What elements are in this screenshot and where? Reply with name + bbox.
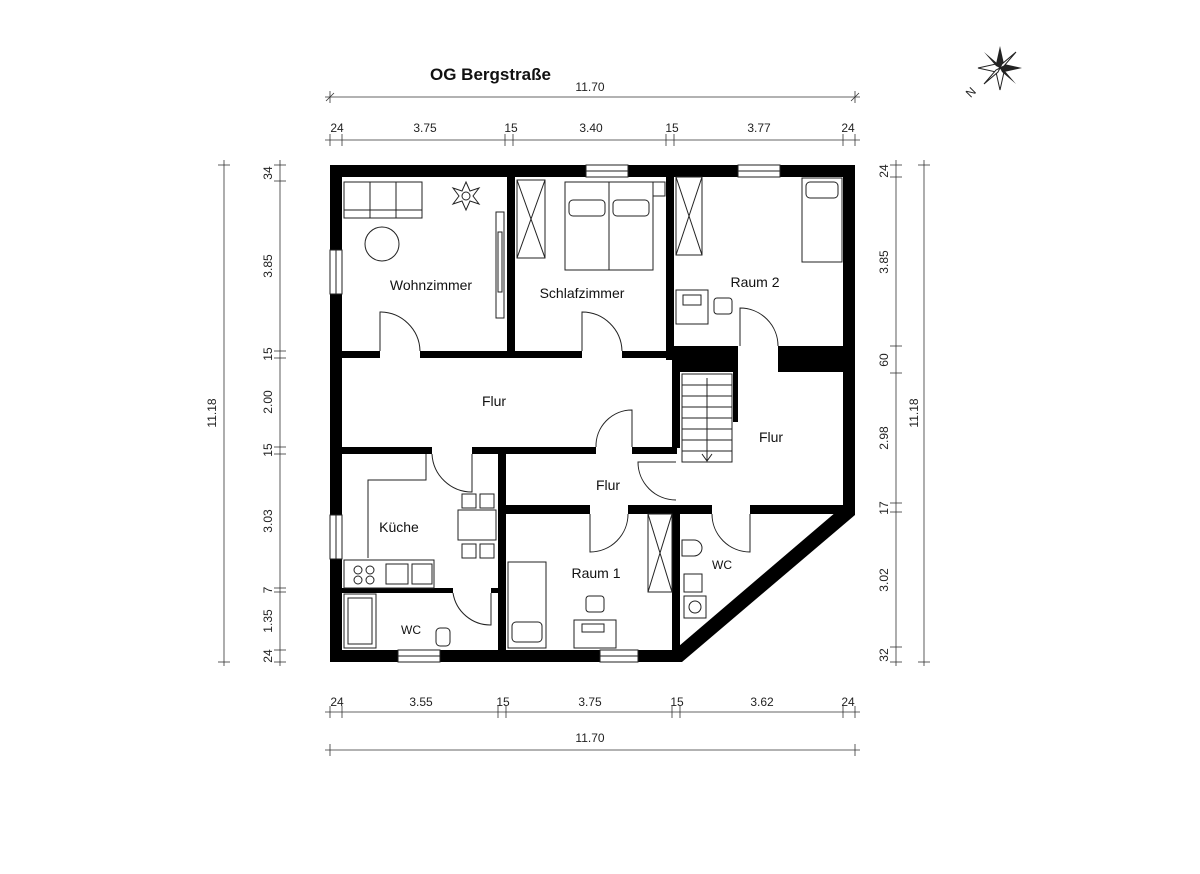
toilet-icon bbox=[683, 573, 703, 593]
dimension-label: 2.00 bbox=[261, 390, 275, 414]
dimension-label: 3.75 bbox=[413, 121, 437, 135]
sofa bbox=[343, 181, 423, 219]
furniture-wohnzimmer bbox=[343, 180, 505, 319]
compass-rose-icon: N bbox=[963, 46, 1022, 100]
dimension-label: 3.03 bbox=[261, 509, 275, 533]
dimension-label: 11.18 bbox=[205, 398, 219, 427]
staircase bbox=[681, 373, 733, 463]
dimension-left-total: 11.18 bbox=[205, 160, 230, 666]
room-label-kueche: Küche bbox=[379, 519, 419, 535]
round-table bbox=[364, 226, 400, 262]
toilet-icon bbox=[435, 627, 451, 647]
dimension-label: 3.62 bbox=[750, 695, 774, 709]
door-openings bbox=[380, 340, 778, 595]
dimension-top-chain: 24 3.75 15 3.40 15 3.77 24 bbox=[325, 121, 860, 146]
dimension-label: 24 bbox=[841, 695, 855, 709]
dimension-label: 17 bbox=[877, 501, 891, 515]
room-label-raum2: Raum 2 bbox=[730, 274, 779, 290]
sink-icon bbox=[681, 539, 703, 557]
room-labels: Wohnzimmer Schlafzimmer Raum 2 Flur Flur… bbox=[379, 274, 783, 637]
plan-title: OG Bergstraße bbox=[430, 65, 551, 84]
dimension-label: 7 bbox=[261, 586, 275, 593]
dimension-left-chain: 34 3.85 15 2.00 15 3.03 7 1.35 24 bbox=[261, 160, 286, 666]
dimension-label: 3.85 bbox=[261, 254, 275, 278]
dimension-right-total: 11.18 bbox=[907, 160, 930, 666]
chair bbox=[713, 297, 733, 315]
room-label-schlafzimmer: Schlafzimmer bbox=[540, 285, 625, 301]
dimension-label: 11.70 bbox=[575, 731, 604, 745]
dimension-label: 15 bbox=[665, 121, 679, 135]
dimension-label: 32 bbox=[877, 648, 891, 662]
furniture-wc-left bbox=[343, 593, 451, 649]
room-label-wc-left: WC bbox=[401, 623, 421, 637]
dim-top-total-label: 11.70 bbox=[575, 80, 604, 94]
windows bbox=[329, 164, 781, 663]
dimension-label: 3.55 bbox=[409, 695, 433, 709]
dimension-label: 2.98 bbox=[877, 426, 891, 450]
room-label-wc-right: WC bbox=[712, 558, 732, 572]
room-label-flur-right: Flur bbox=[759, 429, 783, 445]
dimension-label: 15 bbox=[504, 121, 518, 135]
washing-machine-icon bbox=[683, 595, 707, 619]
dimension-label: 3.85 bbox=[877, 250, 891, 274]
dimension-label: 34 bbox=[261, 166, 275, 180]
plant-icon bbox=[451, 180, 481, 212]
room-label-wohnzimmer: Wohnzimmer bbox=[390, 277, 473, 293]
furniture-raum2 bbox=[675, 176, 843, 325]
dimension-label: 3.02 bbox=[877, 568, 891, 592]
dimension-bottom-chain: 24 3.55 15 3.75 15 3.62 24 bbox=[325, 695, 860, 718]
dimension-label: 11.18 bbox=[907, 398, 921, 427]
dimension-label: 24 bbox=[261, 649, 275, 663]
chair bbox=[585, 595, 605, 613]
door-swings bbox=[379, 307, 779, 626]
dimension-label: 60 bbox=[877, 353, 891, 367]
compass-north-label: N bbox=[963, 84, 979, 100]
furniture-schlafzimmer bbox=[516, 179, 666, 271]
room-label-flur-main: Flur bbox=[482, 393, 506, 409]
dimension-label: 3.40 bbox=[579, 121, 603, 135]
room-label-flur-small: Flur bbox=[596, 477, 620, 493]
dimension-label: 1.35 bbox=[261, 609, 275, 633]
dimension-label: 3.75 bbox=[578, 695, 602, 709]
dimension-bottom-total: 11.70 bbox=[325, 731, 860, 756]
shower-tray bbox=[343, 593, 377, 649]
furniture-kueche bbox=[343, 454, 497, 589]
dimension-label: 15 bbox=[496, 695, 510, 709]
dimension-top-total: 11.70 bbox=[325, 80, 860, 103]
room-label-raum1: Raum 1 bbox=[571, 565, 620, 581]
dimension-right-chain: 24 3.85 60 2.98 17 3.02 32 bbox=[877, 160, 902, 666]
furniture-wc-right bbox=[681, 539, 707, 619]
dimension-label: 24 bbox=[330, 121, 344, 135]
dimension-label: 24 bbox=[330, 695, 344, 709]
dimension-label: 24 bbox=[841, 121, 855, 135]
dimension-label: 15 bbox=[261, 443, 275, 457]
dimension-label: 3.77 bbox=[747, 121, 771, 135]
dimension-label: 24 bbox=[877, 164, 891, 178]
furniture-raum1 bbox=[507, 513, 673, 649]
dimension-label: 15 bbox=[670, 695, 684, 709]
dimension-label: 15 bbox=[261, 347, 275, 361]
dining-table bbox=[457, 509, 497, 541]
